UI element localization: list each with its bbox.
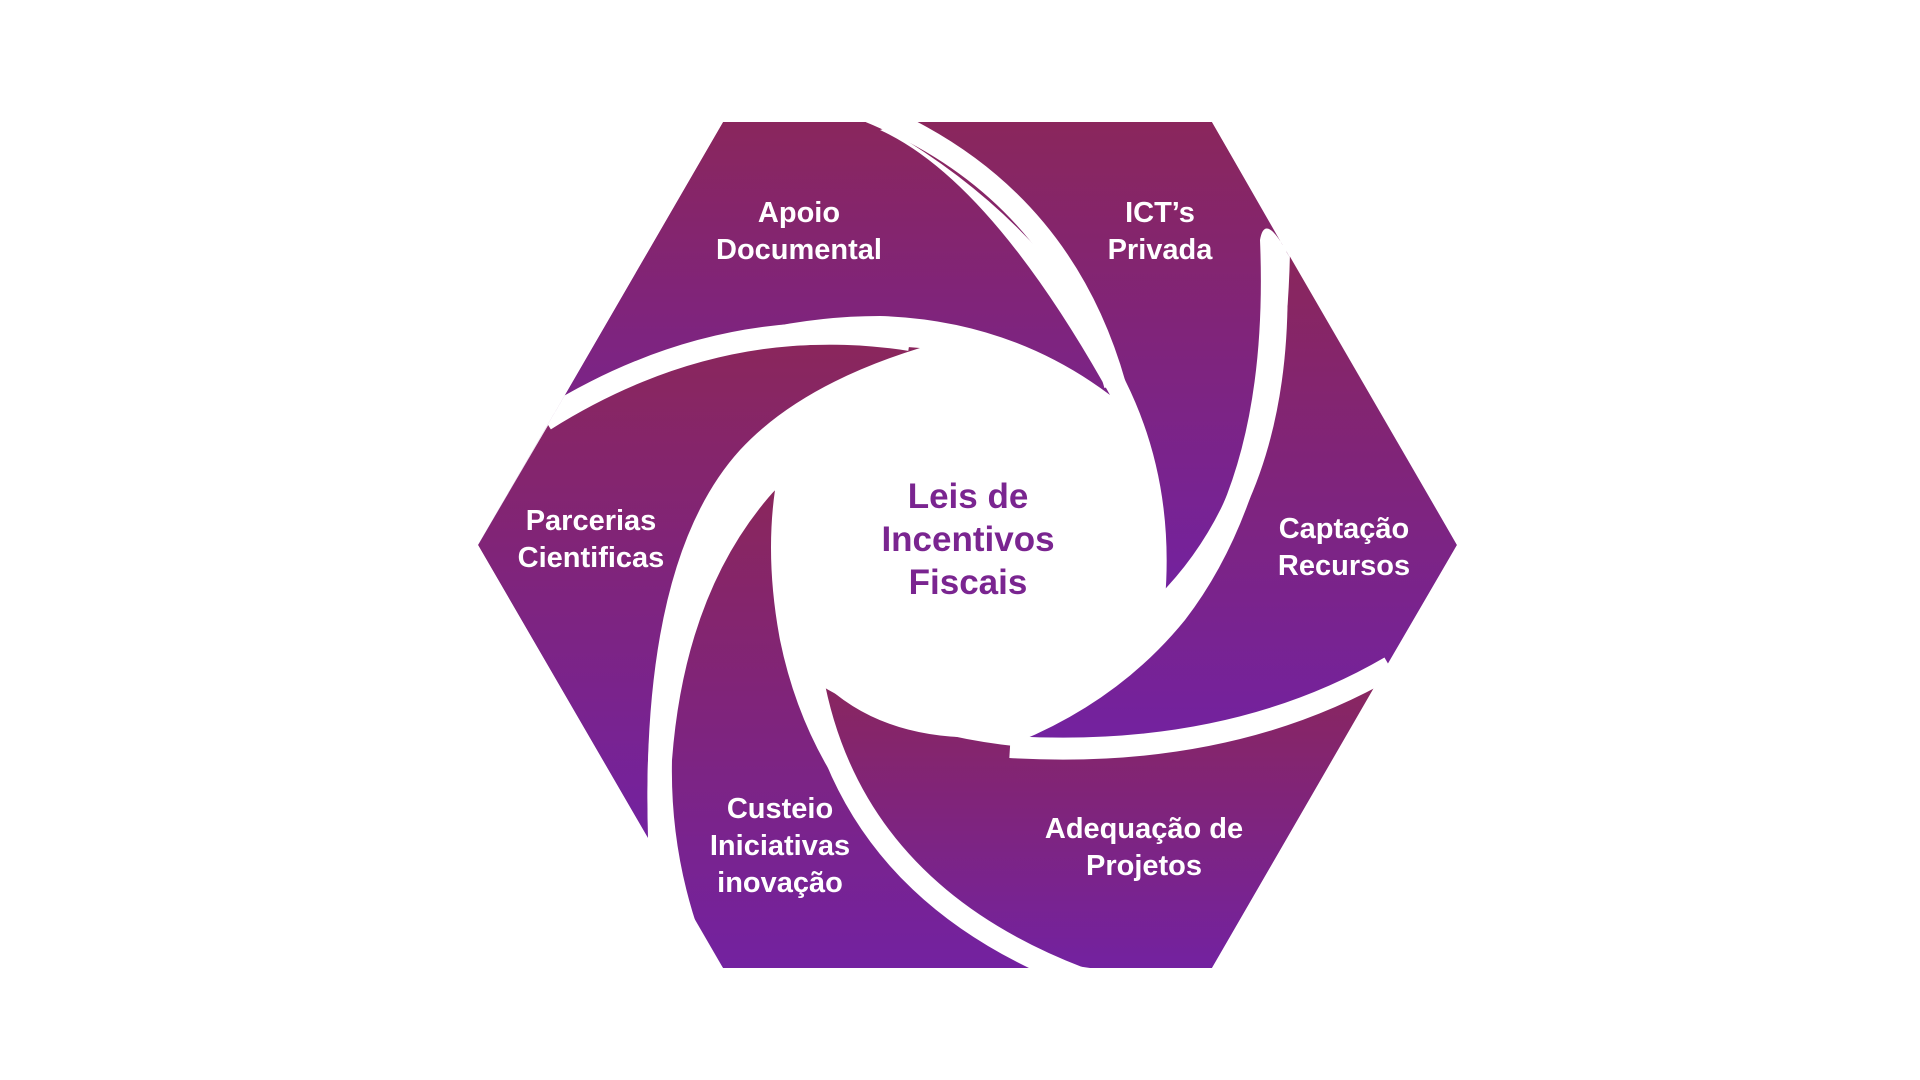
gap-curve-3 bbox=[1157, 244, 1288, 613]
segment-label-line-1: Parcerias bbox=[526, 505, 657, 537]
segment-icts-privada[interactable] bbox=[875, 122, 1290, 600]
gap-curve-1 bbox=[539, 322, 912, 430]
segment-label-line-2: Recursos bbox=[1278, 550, 1410, 582]
segment-label-line-2: Cientificas bbox=[518, 542, 665, 574]
center-opening bbox=[779, 359, 1160, 738]
center-title-line-3: Fiscais bbox=[909, 563, 1028, 602]
label-adequacao-projetos: Adequação de Projetos bbox=[1045, 813, 1243, 882]
center-title-line-1: Leis de bbox=[908, 477, 1029, 516]
segment-label-line-1: Apoio bbox=[758, 197, 840, 229]
segment-label-line-3: inovação bbox=[717, 867, 843, 899]
label-custeio-iniciativas: Custeio Iniciativas inovação bbox=[710, 793, 850, 899]
segment-label-line-1: Captação bbox=[1279, 513, 1410, 545]
segment-label-line-1: Custeio bbox=[727, 793, 833, 825]
gap-curve-2 bbox=[865, 122, 1126, 388]
segment-custeio-iniciativas[interactable] bbox=[671, 490, 1065, 968]
segment-label-line-1: ICT’s bbox=[1125, 197, 1195, 229]
segment-adequacao-projetos[interactable] bbox=[820, 672, 1383, 968]
segment-label-line-2: Documental bbox=[716, 234, 882, 266]
gap-curve-4 bbox=[1009, 657, 1396, 760]
segment-apoio-documental[interactable] bbox=[430, 118, 1110, 546]
center-title-line-2: Incentivos bbox=[881, 520, 1054, 559]
gap-curve-5 bbox=[801, 673, 1084, 968]
segment-label-line-2: Privada bbox=[1108, 234, 1214, 266]
segment-captacao-recursos[interactable] bbox=[1018, 252, 1457, 743]
hexagon-body bbox=[430, 118, 1457, 968]
segment-label-line-2: Projetos bbox=[1086, 850, 1202, 882]
segment-parcerias-cientificas[interactable] bbox=[478, 344, 920, 838]
segment-label-line-1: Adequação de bbox=[1045, 813, 1243, 845]
label-parcerias-cientificas: Parcerias Cientificas bbox=[518, 505, 665, 574]
label-icts-privada: ICT’s Privada bbox=[1108, 197, 1214, 266]
label-captacao-recursos: Captação Recursos bbox=[1278, 513, 1410, 582]
gap-curve-6 bbox=[647, 471, 778, 846]
label-apoio-documental: Apoio Documental bbox=[716, 197, 882, 266]
segment-label-line-2: Iniciativas bbox=[710, 830, 850, 862]
center-title: Leis de Incentivos Fiscais bbox=[881, 477, 1054, 602]
